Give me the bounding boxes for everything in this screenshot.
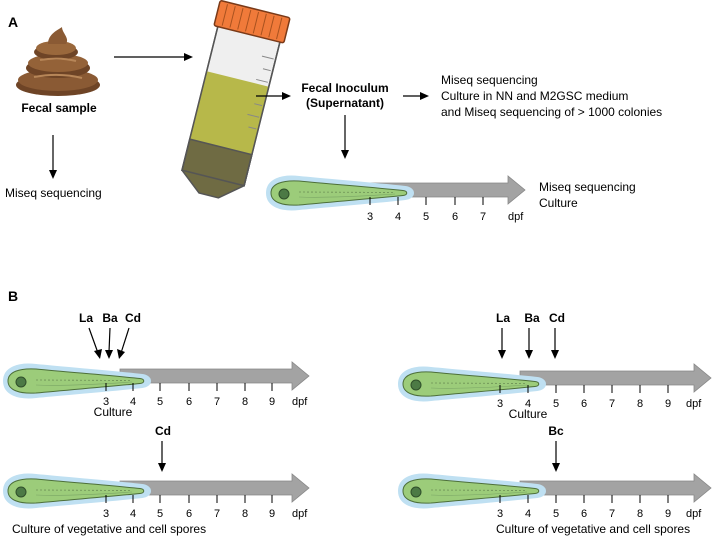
timeline-b-bottom-right: Bc 3 4 5 6 7 8 9 dpf Culture of vegetati… [401,424,712,536]
caption-tr: Culture [509,407,548,421]
tick-a-2: 4 [395,211,401,223]
tick-bl-3: 3 [103,508,109,520]
tick-a-4: 6 [452,211,458,223]
tick-bl-4: 4 [130,508,136,520]
arrow-sample-to-tube [114,53,193,61]
tick-br-7: 7 [609,508,615,520]
tick-br-5: 5 [553,508,559,520]
miseq-left-label: Miseq sequencing [5,186,102,200]
dpf-br: dpf [686,508,702,520]
tick-tr-4: 4 [525,398,531,410]
tick-br-6: 6 [581,508,587,520]
fish-text-line-1: Miseq sequencing [539,180,636,194]
dpf-a: dpf [508,211,524,223]
caption-br: Culture of vegetative and cell spores [496,522,690,536]
tick-br-8: 8 [637,508,643,520]
tick-br-3: 3 [497,508,503,520]
marker-cd-bl: Cd [155,424,171,438]
tick-tr-5: 5 [553,398,559,410]
marker-bc-br: Bc [548,424,564,438]
fecal-sample-label: Fecal sample [21,101,97,115]
timeline-b-bottom-left: Cd 3 4 5 6 7 8 9 dpf Culture of vegetati… [6,424,310,536]
marker-ba-tr: Ba [524,311,540,325]
caption-bl: Culture of vegetative and cell spores [12,522,206,536]
right-text-line-1: Miseq sequencing [441,73,538,87]
marker-la-tr: La [496,311,510,325]
timeline-b-top-right: La Ba Cd 3 4 5 6 7 8 9 dpf Culture [401,311,712,421]
panel-b-label: B [8,288,18,304]
fecal-inoculum-label: Fecal Inoculum [301,81,388,95]
marker-ba-tl: Ba [102,311,118,325]
tick-tr-3: 3 [497,398,503,410]
tick-bl-5: 5 [157,508,163,520]
panel-a-label: A [8,14,18,30]
tick-bl-9: 9 [269,508,275,520]
arrow-tube-to-inoculum [256,92,291,100]
tick-br-9: 9 [665,508,671,520]
dpf-bl: dpf [292,508,308,520]
fish-text-line-2: Culture [539,196,578,210]
tick-tl-3: 3 [103,396,109,408]
tick-a-3: 5 [423,211,429,223]
marker-cd-tr: Cd [549,311,565,325]
timeline-a: 3 4 5 6 7 dpf [269,175,526,223]
tick-a-1: 3 [367,211,373,223]
right-text-line-2: Culture in NN and M2GSC medium [441,89,628,103]
centrifuge-tube-icon [181,0,291,199]
tick-tl-5: 5 [157,396,163,408]
fecal-sample-icon [16,27,100,96]
tick-a-5: 7 [480,211,486,223]
tick-tr-9: 9 [665,398,671,410]
dpf-tl: dpf [292,396,308,408]
tick-tl-6: 6 [186,396,192,408]
tick-br-4: 4 [525,508,531,520]
tick-tl-7: 7 [214,396,220,408]
dpf-tr: dpf [686,398,702,410]
timeline-b-top-left: La Ba Cd 3 4 5 6 7 8 9 dpf Culture [6,311,310,419]
arrow-inoculum-to-text [403,92,429,100]
arrow-sample-down [49,135,57,179]
right-text-line-3: and Miseq sequencing of > 1000 colonies [441,105,662,119]
marker-cd-tl: Cd [125,311,141,325]
marker-la-tl: La [79,311,93,325]
tick-tr-6: 6 [581,398,587,410]
tick-tr-7: 7 [609,398,615,410]
supernatant-label: (Supernatant) [306,96,384,110]
tick-tr-8: 8 [637,398,643,410]
tick-bl-7: 7 [214,508,220,520]
tick-tl-8: 8 [242,396,248,408]
tick-tl-9: 9 [269,396,275,408]
tick-tl-4: 4 [130,396,136,408]
caption-tl: Culture [94,405,133,419]
tick-bl-8: 8 [242,508,248,520]
tick-bl-6: 6 [186,508,192,520]
arrow-inoculum-down [341,115,349,159]
